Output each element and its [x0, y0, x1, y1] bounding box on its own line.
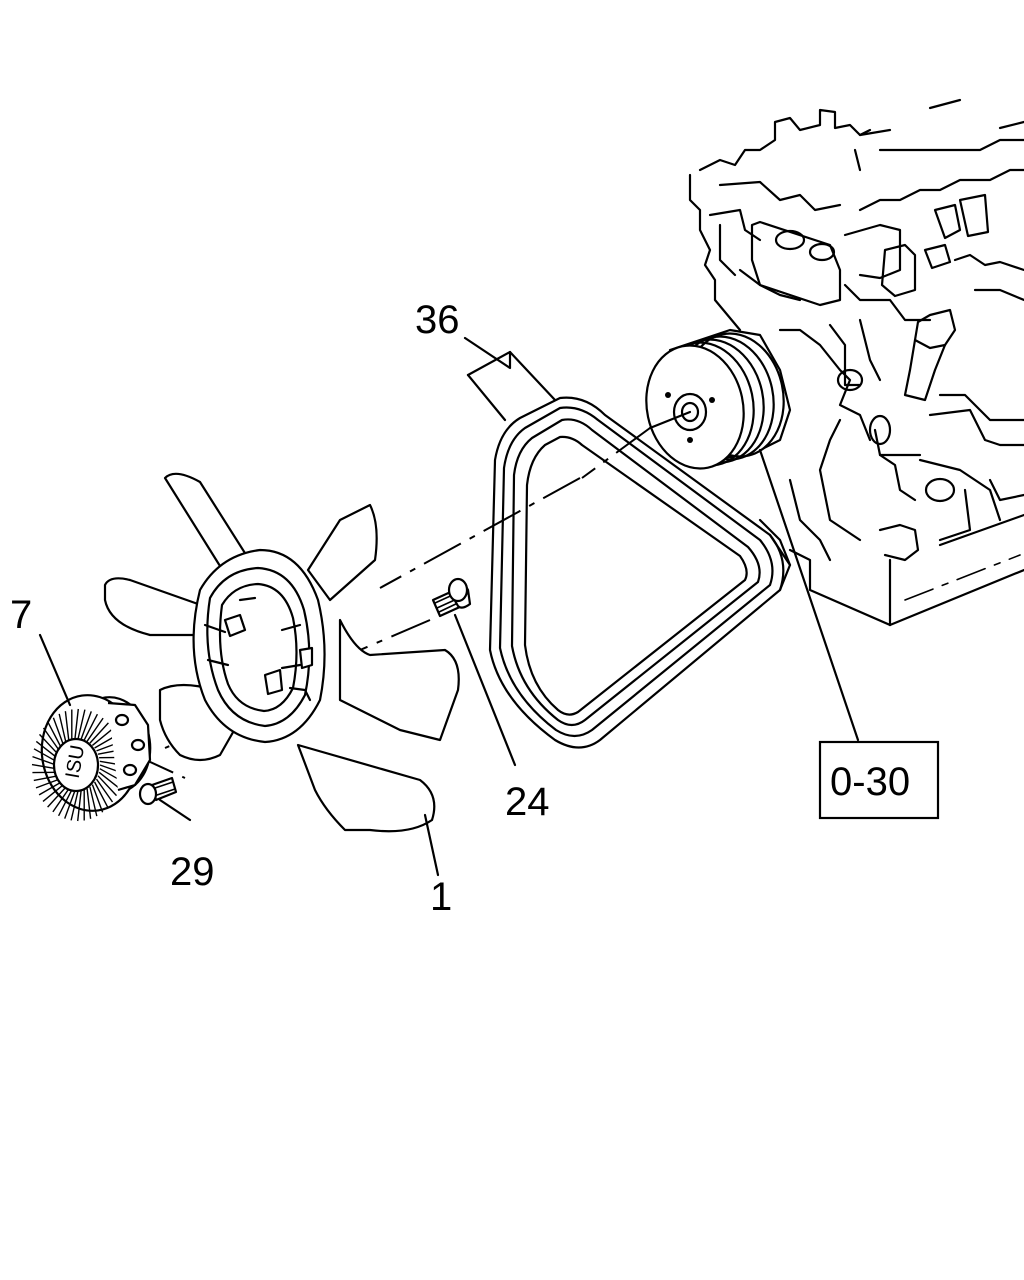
clutch-fin: [89, 786, 98, 817]
clutch-fin: [52, 788, 70, 813]
clutch-fin: [38, 781, 62, 796]
crankshaft-pulley: [645, 328, 792, 470]
callout-36: 36: [415, 298, 460, 342]
clutch-fin: [64, 790, 76, 819]
axis-line-bolt: [359, 619, 431, 651]
reference-box: [818, 740, 940, 820]
cooling-fan: [103, 472, 460, 833]
clutch-fin: [58, 713, 67, 744]
leader-36-side: [466, 373, 507, 422]
clutch-fin: [83, 713, 99, 741]
clutch-fin: [42, 727, 61, 752]
clutch-fin: [47, 722, 63, 749]
leader-7: [38, 633, 72, 707]
clutch-fins: [31, 708, 125, 822]
clutch-fin: [86, 788, 92, 819]
axis-line-upper: [379, 477, 581, 589]
engine-block: [688, 98, 1024, 627]
axis-line-pulley: [581, 427, 651, 479]
clutch-fin: [35, 778, 60, 789]
leader-29: [158, 798, 192, 822]
clutch-fin: [97, 775, 118, 797]
clutch-fin: [31, 763, 57, 770]
clutch-fin: [91, 728, 114, 746]
reference-label: 0-30: [830, 760, 910, 804]
clutch-fin: [89, 722, 109, 744]
callout-1: 1: [430, 875, 452, 919]
clutch-fin: [77, 790, 82, 822]
clutch-fin: [98, 771, 121, 790]
clutch-fin: [74, 708, 79, 740]
fan-clutch: ISU: [31, 694, 152, 822]
clutch-fin: [77, 709, 86, 740]
clutch-fin: [33, 748, 57, 762]
callout-29: 29: [170, 850, 215, 894]
callout-7: 7: [10, 593, 32, 637]
clutch-fin: [80, 711, 92, 740]
clutch-fin: [33, 775, 59, 782]
clutch-fin: [91, 784, 104, 813]
clutch-fin: [32, 755, 57, 766]
leader-24: [453, 613, 517, 767]
callout-24: 24: [505, 780, 550, 824]
clutch-fin: [86, 717, 104, 742]
clutch-fin: [42, 784, 65, 802]
clutch-fin: [52, 717, 65, 746]
clutch-fin: [95, 778, 114, 803]
leader-0-30: [758, 448, 860, 742]
leader-1: [423, 813, 440, 877]
leader-36-box: [466, 350, 512, 377]
clutch-fin: [38, 733, 59, 755]
v-belt: [488, 396, 792, 749]
clutch-fin: [93, 781, 109, 808]
leader-36: [463, 336, 557, 402]
bolt-29: [138, 776, 178, 806]
clutch-fin: [70, 790, 79, 821]
clutch-fin: [35, 740, 58, 759]
clutch-fin: [47, 786, 67, 808]
clutch-fin: [64, 711, 70, 742]
bolt-24: [431, 577, 472, 618]
clutch-fin: [57, 789, 73, 817]
